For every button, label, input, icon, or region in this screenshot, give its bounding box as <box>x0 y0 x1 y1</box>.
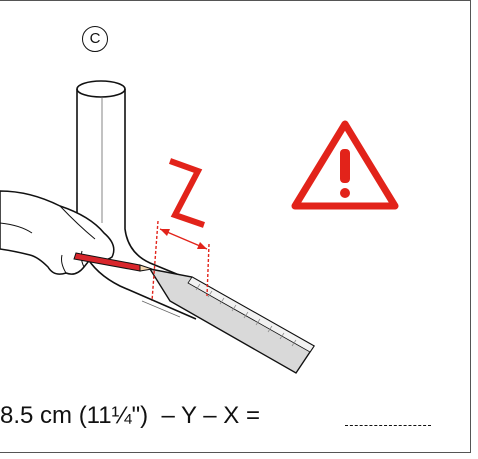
warning-icon <box>291 120 399 210</box>
corner-label: C <box>82 26 108 52</box>
ruler <box>148 268 316 374</box>
figure-frame: C 8.5 cm (11¼") – Y – X = <box>0 0 471 453</box>
length-formula: 8.5 cm (11¼") – Y – X = <box>0 402 267 429</box>
pipe-measurement-illustration <box>0 80 399 374</box>
dimension-z <box>151 220 210 302</box>
z-letter <box>168 158 205 228</box>
answer-blank <box>345 425 431 426</box>
pencil <box>73 252 153 272</box>
